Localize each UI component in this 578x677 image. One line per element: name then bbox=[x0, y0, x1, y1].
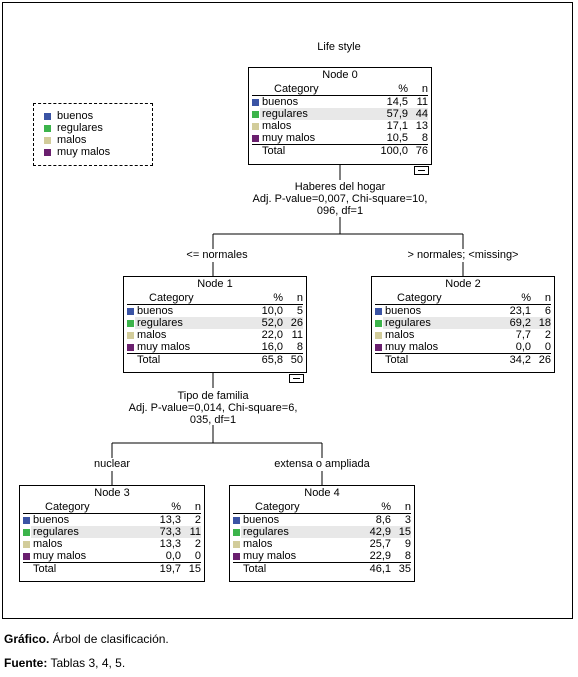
diagram-title: Life style bbox=[317, 41, 361, 53]
split0-left-label: <= normales bbox=[186, 249, 248, 262]
node-header-row: Category%n bbox=[23, 501, 201, 514]
node-title: Node 4 bbox=[304, 487, 340, 499]
node-title: Node 2 bbox=[445, 278, 481, 290]
category-swatch bbox=[127, 319, 134, 327]
category-swatch bbox=[23, 552, 30, 560]
category-swatch bbox=[375, 331, 382, 339]
legend-item: buenos bbox=[44, 110, 152, 122]
node-title: Node 0 bbox=[322, 69, 358, 81]
category-swatch bbox=[233, 528, 240, 536]
node-header-row: Category%n bbox=[127, 292, 303, 305]
figure-frame bbox=[2, 2, 573, 619]
collapse-toggle-icon[interactable] bbox=[289, 374, 304, 383]
node-header-row: Category%n bbox=[233, 501, 411, 514]
figure-source: Fuente: Tablas 3, 4, 5. bbox=[4, 656, 126, 670]
legend-swatch bbox=[44, 136, 51, 144]
category-swatch bbox=[127, 307, 134, 315]
category-swatch bbox=[252, 110, 259, 118]
legend: buenos regulares malos muy malos bbox=[33, 103, 153, 166]
category-swatch bbox=[375, 343, 382, 351]
category-swatch bbox=[127, 331, 134, 339]
split1-stats-cont: 035, df=1 bbox=[189, 414, 237, 426]
split0-variable: Haberes del hogar bbox=[294, 181, 386, 193]
split1-variable: Tipo de familia bbox=[177, 390, 249, 402]
category-swatch bbox=[252, 134, 259, 142]
category-swatch bbox=[23, 516, 30, 524]
legend-item: muy malos bbox=[44, 146, 152, 158]
split0-right-label: > normales; <missing> bbox=[407, 249, 519, 262]
legend-swatch bbox=[44, 112, 51, 120]
split0-stats: Adj. P-value=0,007, Chi-square=10, bbox=[252, 193, 428, 205]
node-title: Node 3 bbox=[94, 487, 130, 499]
split1-right-label: extensa o ampliada bbox=[274, 458, 370, 471]
category-swatch bbox=[233, 540, 240, 548]
legend-item: malos bbox=[44, 134, 152, 146]
node-header-row: Category%n bbox=[375, 292, 551, 305]
split1-stats: Adj. P-value=0,014, Chi-square=6, bbox=[128, 402, 298, 414]
category-swatch bbox=[375, 307, 382, 315]
split1-left-label: nuclear bbox=[93, 458, 131, 471]
node-title: Node 1 bbox=[197, 278, 233, 290]
figure-caption: Gráfico. Árbol de clasificación. bbox=[4, 632, 169, 646]
legend-swatch bbox=[44, 124, 51, 132]
split0-stats-cont: 096, df=1 bbox=[316, 205, 364, 217]
category-swatch bbox=[252, 122, 259, 130]
category-swatch bbox=[252, 98, 259, 106]
category-swatch bbox=[127, 343, 134, 351]
category-swatch bbox=[233, 552, 240, 560]
collapse-toggle-icon[interactable] bbox=[414, 166, 429, 175]
category-swatch bbox=[375, 319, 382, 327]
node-header-row: Category%n bbox=[252, 83, 428, 96]
legend-swatch bbox=[44, 148, 51, 156]
category-swatch bbox=[233, 516, 240, 524]
category-swatch bbox=[23, 528, 30, 536]
category-swatch bbox=[23, 540, 30, 548]
legend-item: regulares bbox=[44, 122, 152, 134]
